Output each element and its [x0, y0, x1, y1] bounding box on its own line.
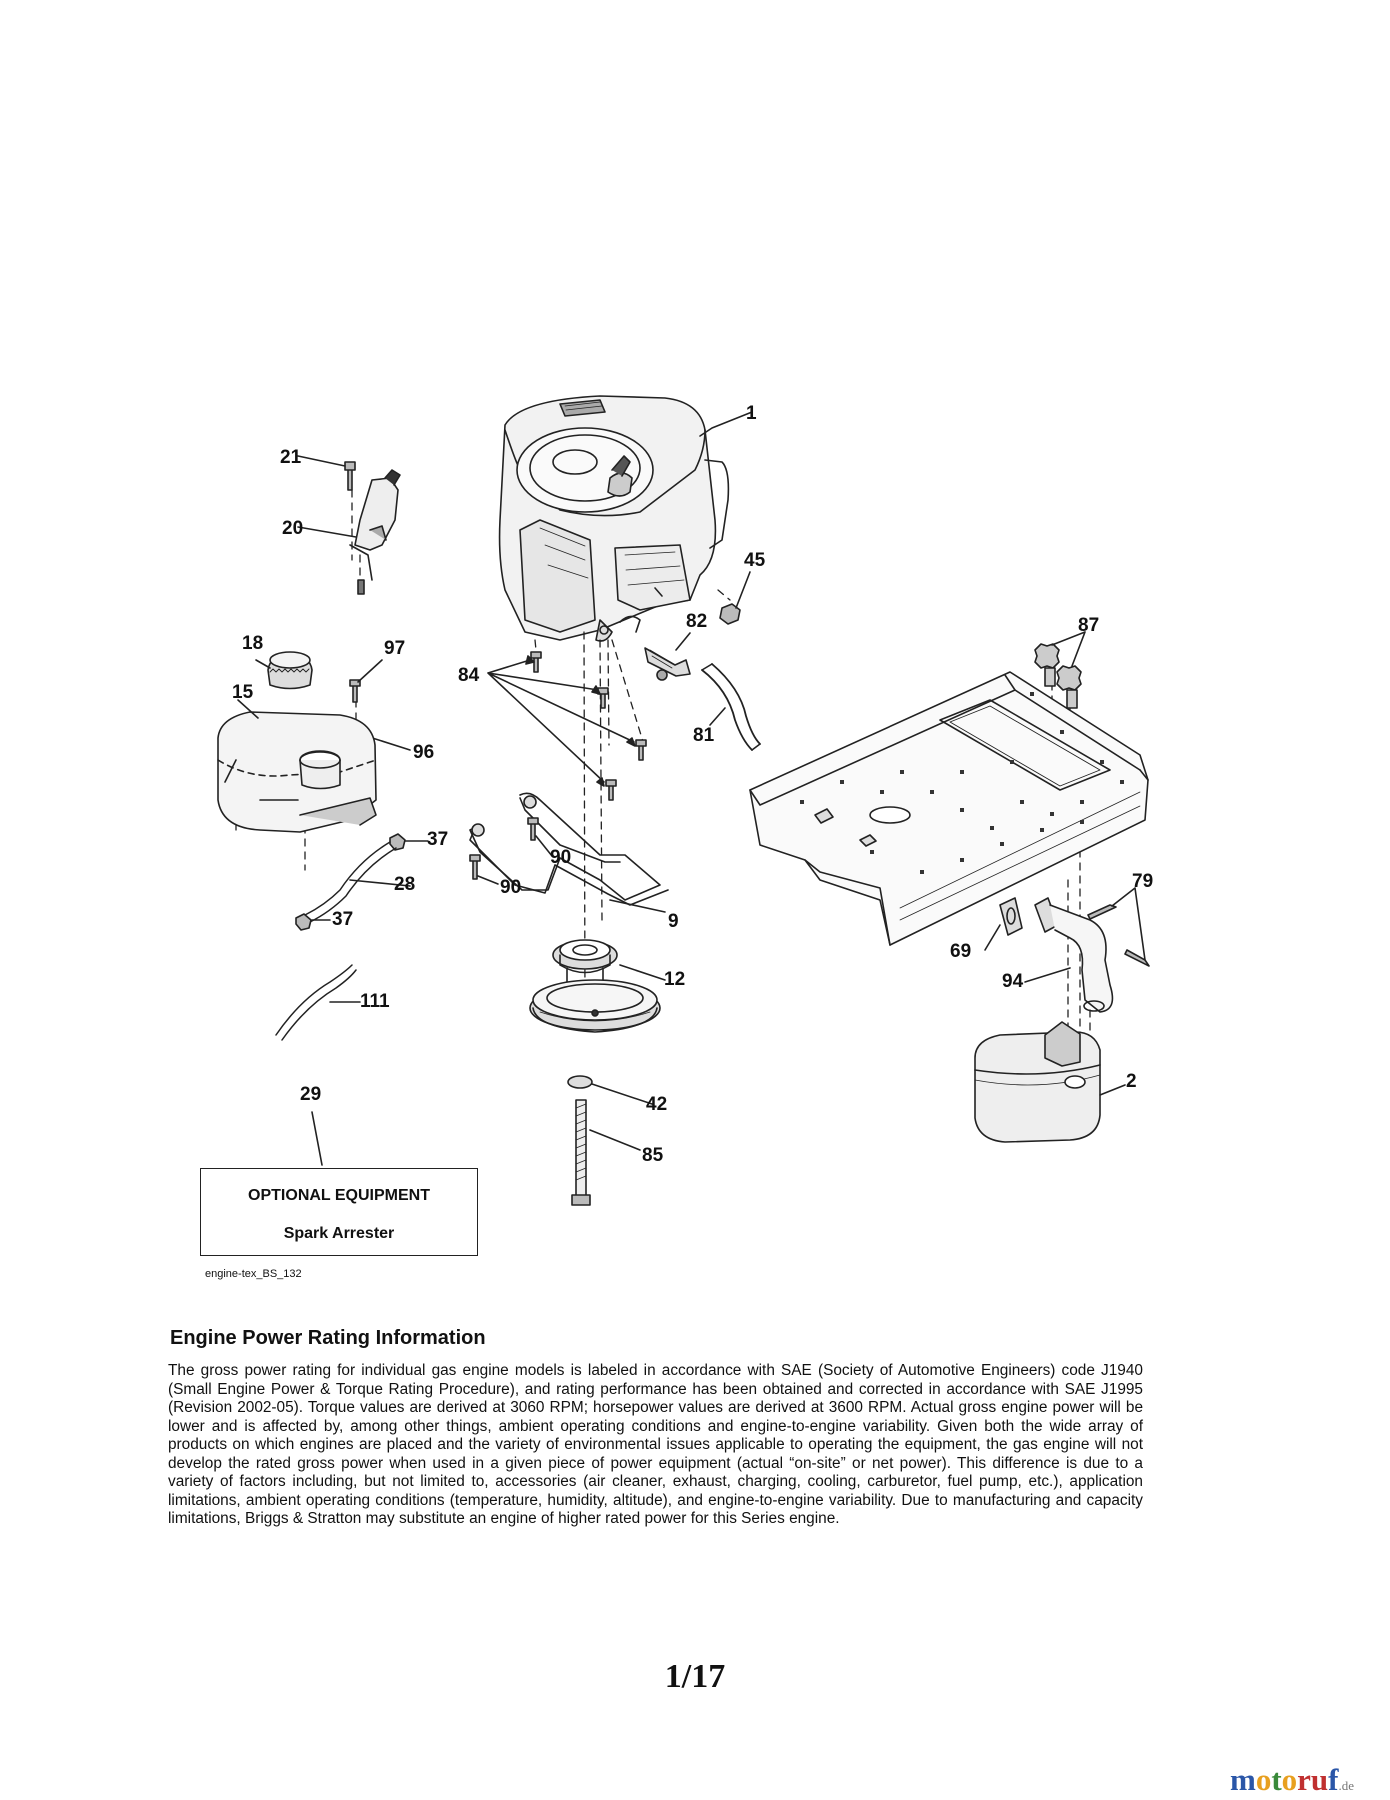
- fuel-line-28-part: [304, 841, 397, 923]
- clamp-37-part: [389, 833, 406, 851]
- muffler-2-part: [974, 1021, 1101, 1143]
- bolt-90b-part: [469, 854, 481, 880]
- screw-97-part: [349, 679, 361, 703]
- callout-label: 28: [394, 874, 416, 895]
- watermark-brand: motoruf: [1230, 1762, 1339, 1797]
- callout-label: 37: [332, 909, 354, 930]
- section-body: The gross power rating for individual ga…: [168, 1362, 1143, 1527]
- clamp-37b-part: [295, 913, 312, 931]
- bolt-90a-part: [527, 817, 539, 841]
- callout-label: 29: [300, 1084, 322, 1105]
- callout-label: 85: [642, 1145, 664, 1166]
- gas-cap-18-part: [267, 651, 313, 690]
- callout-label: 20: [282, 518, 304, 539]
- callout-label: 81: [693, 725, 715, 746]
- exhaust-pipe-94-part: [1034, 897, 1114, 1013]
- callout-label: 2: [1126, 1071, 1137, 1092]
- callout-label: 1: [746, 403, 757, 424]
- callout-label: 111: [360, 991, 390, 1012]
- callout-label: 97: [384, 638, 406, 659]
- engine-part: [498, 395, 730, 642]
- throttle-control-part: [344, 461, 401, 595]
- bolt-85-part: [571, 1099, 591, 1206]
- fuel-line-111-part: [275, 964, 357, 1041]
- bolt-79-part: [1087, 904, 1150, 967]
- fuel-line-81-part: [701, 663, 761, 751]
- callout-label: 96: [413, 742, 435, 763]
- gasket-69-part: [999, 897, 1023, 936]
- knob-87-part: [1034, 643, 1082, 709]
- section-title: Engine Power Rating Information: [170, 1327, 486, 1349]
- optional-equipment-title: OPTIONAL EQUIPMENT: [248, 1187, 430, 1204]
- callout-label: 82: [686, 611, 708, 632]
- callout-label: 21: [280, 447, 302, 468]
- nut-45-part: [719, 603, 741, 625]
- callout-label: 18: [242, 633, 264, 654]
- diagram-code: engine-tex_BS_132: [205, 1268, 302, 1280]
- callout-label: 90: [500, 877, 522, 898]
- callout-label: 12: [664, 969, 686, 990]
- page-number: 1/17: [664, 1658, 726, 1695]
- watermark-logo: motoruf.de: [1230, 1762, 1354, 1798]
- watermark-tld: .de: [1338, 1778, 1355, 1793]
- callout-label: 69: [950, 941, 972, 962]
- callout-label: 37: [427, 829, 449, 850]
- optional-equipment-box: OPTIONAL EQUIPMENT Spark Arrester: [200, 1168, 478, 1256]
- callout-label: 94: [1002, 971, 1024, 992]
- callout-label: 79: [1132, 871, 1154, 892]
- fuel-tank-15-part: [217, 711, 377, 833]
- pulley-12-part: [529, 939, 661, 1033]
- chassis-frame-part: [749, 671, 1149, 946]
- callout-label: 9: [668, 911, 679, 932]
- callout-label: 15: [232, 682, 254, 703]
- callout-label: 42: [646, 1094, 668, 1115]
- fuel-fitting-82-part: [644, 647, 691, 681]
- callout-label: 84: [458, 665, 480, 686]
- washer-42-part: [567, 1075, 593, 1089]
- optional-equipment-item: Spark Arrester: [283, 1225, 395, 1242]
- callout-label: 90: [550, 847, 572, 868]
- callout-label: 45: [744, 550, 766, 571]
- bolt-84-group: [530, 651, 647, 801]
- callout-label: 87: [1078, 615, 1100, 636]
